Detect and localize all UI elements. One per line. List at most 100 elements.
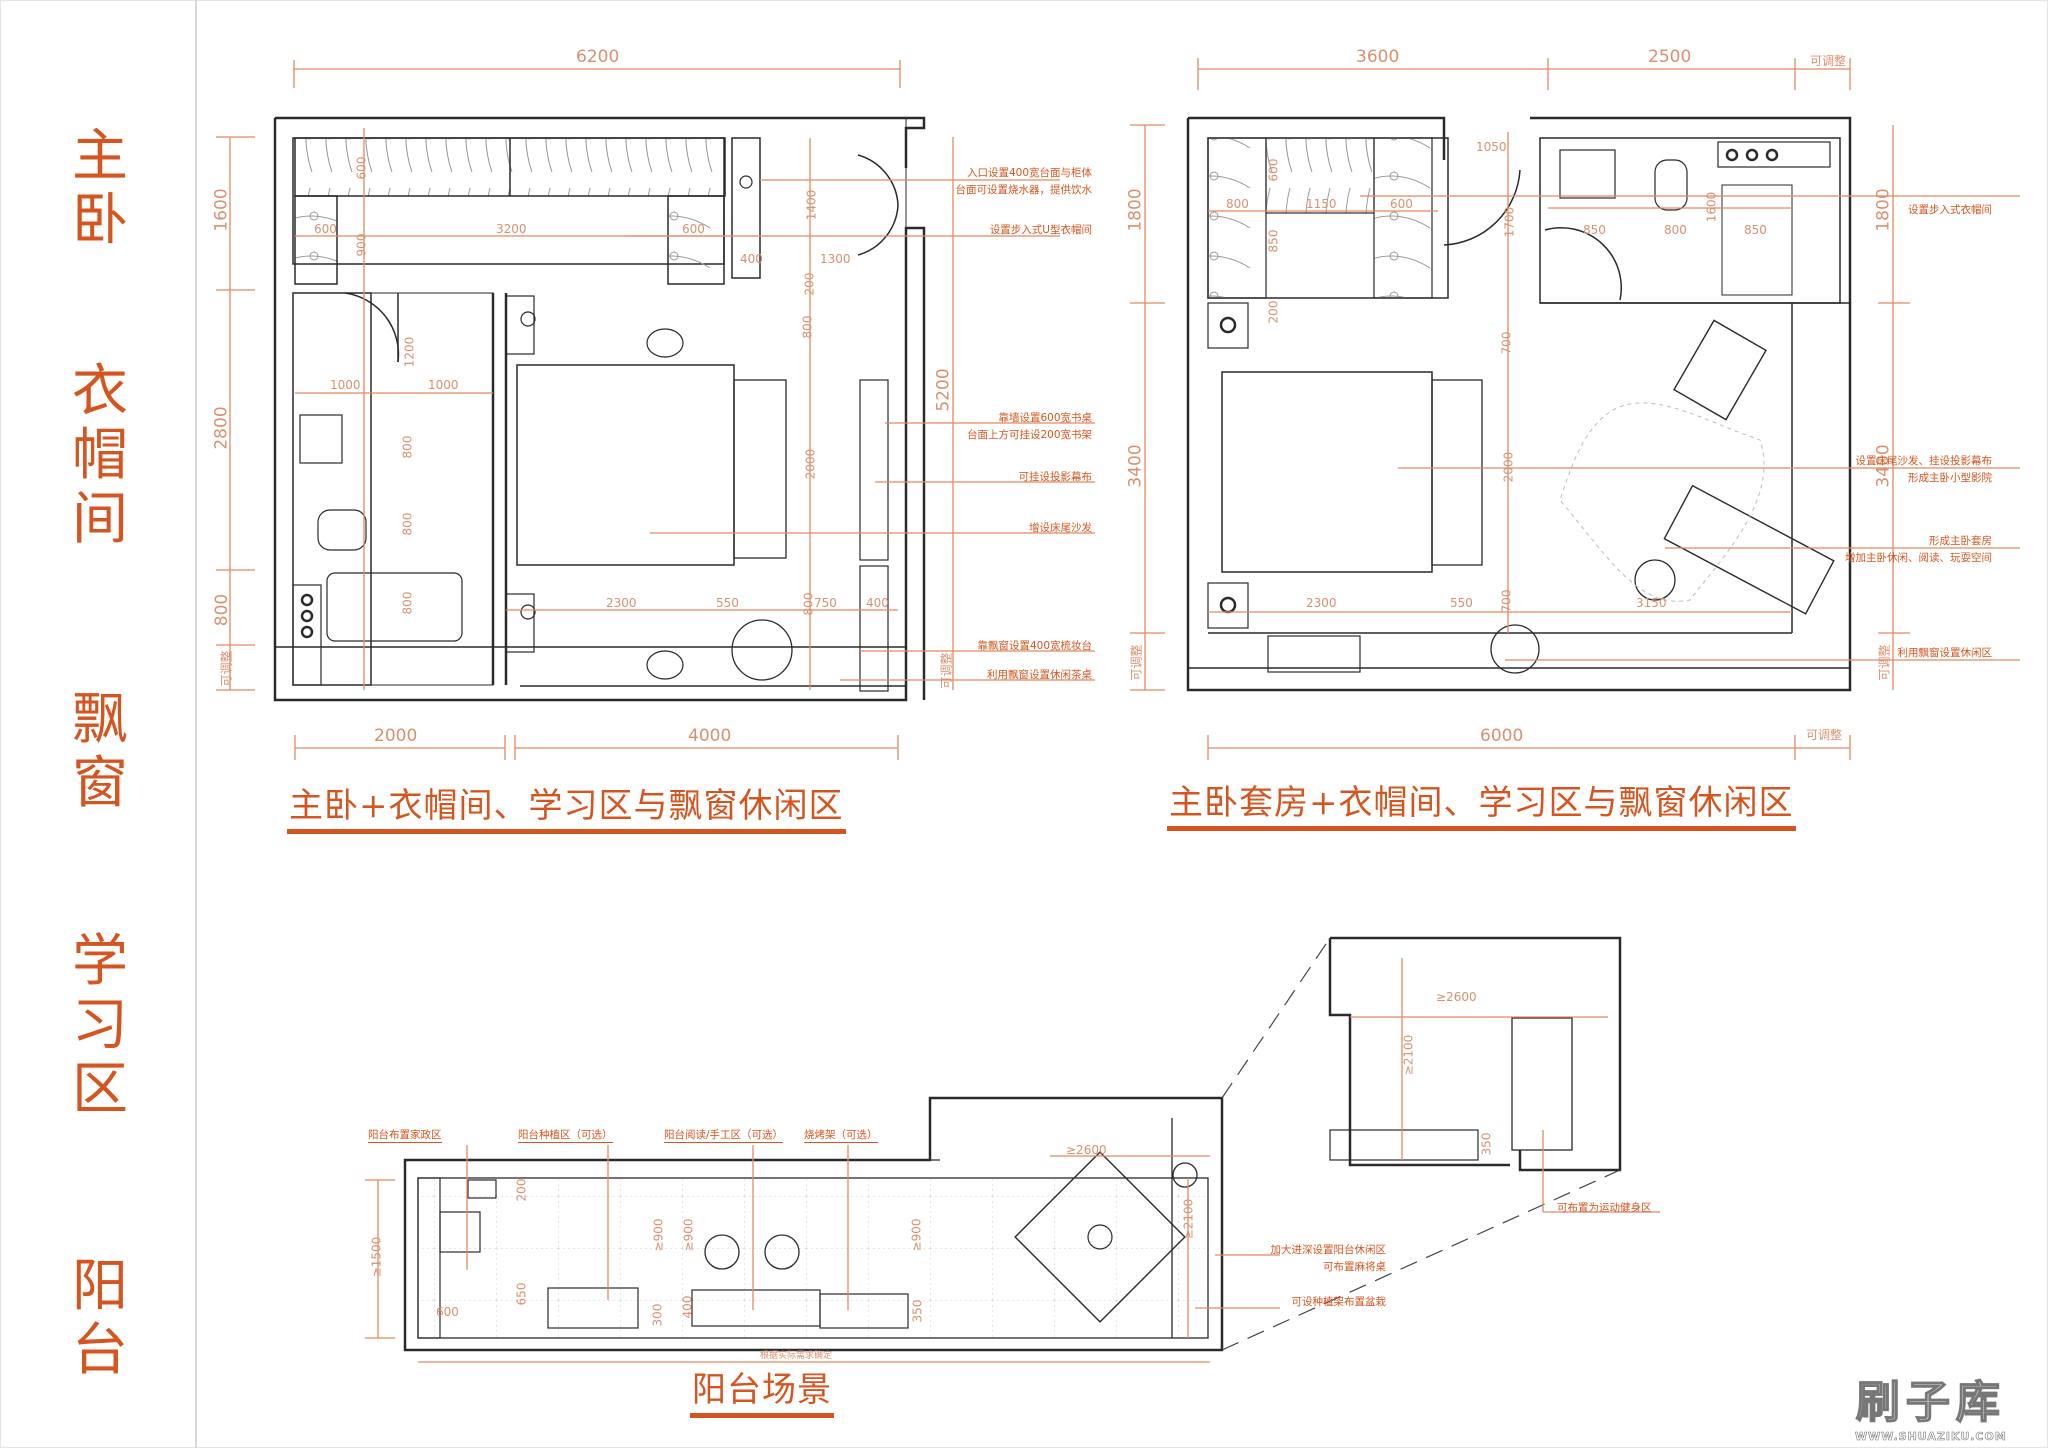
plan1-dim-right: 5200 [933, 368, 954, 412]
plan2-dim-right-adjustable: 可调整 [1877, 644, 1892, 681]
balcony-dim: 650 [514, 1282, 529, 1306]
plan1-dim-inner: 3200 [496, 222, 527, 236]
plan2-dim-inner: 2300 [1306, 596, 1337, 610]
plan2-dim-inner: 2000 [1501, 451, 1516, 483]
balcony-dim: 350 [910, 1299, 925, 1323]
balcony-dim: ≥2600 [1066, 1143, 1107, 1157]
plan1-dim-inner: 600 [314, 222, 337, 236]
plan2-dim-inner: 600 [1390, 197, 1413, 211]
sidebar-group-balcony: 阳 台 [72, 1254, 128, 1383]
balcony-dim: ≥1500 [369, 1236, 384, 1278]
balcony-drawing [403, 936, 1622, 1352]
balcony-dim: ≥900 [909, 1218, 924, 1252]
plan1-dim-left-2: 2800 [211, 406, 232, 450]
balcony-note-planter: 可设种植架布置盆栽 [1291, 1296, 1387, 1308]
plan1-note-u-cloakroom: 设置步入式U型衣帽间 [989, 224, 1092, 236]
plan2-dim-inner: 1600 [1704, 191, 1719, 223]
balcony-note-fitness: 可布置为运动健身区 [1557, 1202, 1652, 1214]
plan2-dim-inner: 200 [1266, 300, 1281, 324]
plan1-dim-inner: 600 [354, 156, 369, 180]
plan1-dim-left-3: 800 [212, 593, 233, 627]
balcony-label-planting: 阳台种植区（可选） [518, 1129, 613, 1143]
plan2-dim-inner: 700 [1499, 331, 1514, 355]
sidebar-group-bay-window: 飘 窗 [72, 687, 128, 816]
balcony-dim: ≥900 [681, 1218, 696, 1252]
plan1-dim-inner: 800 [400, 591, 415, 615]
balcony-dim: 200 [514, 1178, 529, 1202]
balcony-label-reading: 阳台阅读/手工区（可选） [664, 1129, 784, 1143]
plan2-note-walk-in-closet: 设置步入式衣帽间 [1908, 204, 1992, 216]
plan1-dim-inner: 900 [354, 233, 369, 257]
balcony-note-mahjong: 可布置麻将桌 [1323, 1261, 1386, 1273]
plan1-dim-inner: 800 [801, 592, 816, 616]
plan1-note-tea-table: 利用飘窗设置休闲茶桌 [987, 669, 1092, 681]
plan1-dim-left-1: 1600 [211, 188, 232, 232]
plan2-note-suite: 形成主卧套房 [1929, 535, 1992, 547]
plan1-dim-inner: 600 [682, 222, 705, 236]
plan1-dim-inner: 550 [716, 596, 739, 610]
plan2-dim-inner: 800 [1226, 197, 1249, 211]
plan1-dim-inner: 1300 [820, 252, 851, 266]
plan2-dim-right-1: 1800 [1873, 188, 1894, 232]
plan1-dim-inner: 800 [800, 315, 815, 339]
balcony-dim: ≥2100 [1181, 1198, 1196, 1240]
plan1-title: 主卧+衣帽间、学习区与飘窗休闲区 [287, 778, 846, 834]
plan2-dim-inner: 550 [1450, 596, 1473, 610]
plan1-dim-inner: 800 [400, 512, 415, 536]
plan1-drawing [273, 116, 926, 702]
balcony-note-lounge: 加大进深设置阳台休闲区 [1270, 1244, 1387, 1256]
plan2-dim-left-adjustable: 可调整 [1129, 644, 1144, 681]
plan2-note-sofa-screen: 设置床尾沙发、挂设投影幕布 [1855, 455, 1993, 467]
balcony-label-housekeeping: 阳台布置家政区 [368, 1129, 442, 1143]
plan1-dim-right-adjustable: 可调整 [939, 652, 954, 689]
plan2-dim-inner: 850 [1583, 223, 1606, 237]
plan2-dim-inner: 1050 [1476, 140, 1507, 154]
plan1-note-water: 台面可设置烧水器，提供饮水 [955, 184, 1093, 196]
plan2-dim-top-2: 2500 [1648, 47, 1692, 67]
plan2-dim-top-adjustable: 可调整 [1810, 54, 1847, 68]
plan1-dim-inner: 1000 [428, 378, 459, 392]
balcony-dimension-lines [365, 958, 1660, 1363]
plan1-dim-inner: 750 [814, 596, 837, 610]
plan1-dim-inner: 400 [866, 596, 889, 610]
balcony-dim-per-need: 根据实际需求确定 [760, 1351, 833, 1361]
watermark-logo: 刷子库 [1855, 1376, 2006, 1429]
plan1-dimension-lines [216, 60, 1095, 760]
sidebar-group-master-bedroom: 主 卧 [72, 124, 128, 253]
plan1-dim-inner: 1000 [330, 378, 361, 392]
plan1-dim-inner: 1200 [402, 336, 417, 368]
sidebar-group-study: 学 习 区 [72, 929, 128, 1122]
watermark-url: WWW.SHUAZIKU.COM [1855, 1430, 2007, 1444]
plan2-dim-inner: 850 [1744, 223, 1767, 237]
plan1-dim-bottom-2: 4000 [688, 726, 732, 746]
plan1-dim-inner: 400 [740, 252, 763, 266]
plan2-dim-inner: 1700 [1502, 206, 1517, 238]
balcony-title: 阳台场景 [690, 1362, 834, 1418]
plan1-dim-left-adjustable: 可调整 [219, 650, 234, 687]
balcony-dim: 400 [680, 1295, 695, 1319]
plan2-dim-inner: 800 [1664, 223, 1687, 237]
plan1-dim-inner: 2300 [606, 596, 637, 610]
plan1-dim-inner: 1400 [804, 189, 819, 221]
plan1-note-bookshelf: 台面上方可挂设200宽书架 [966, 429, 1092, 441]
plan1-dim-inner: 800 [400, 435, 415, 459]
plan1-dim-inner: 2000 [803, 448, 818, 480]
sidebar-vertical-title: 主 卧 衣 帽 间 飘 窗 学 习 区 阳 台 [0, 0, 197, 1448]
plan1-note-desk: 靠墙设置600宽书桌 [998, 412, 1092, 424]
plan1-note-vanity: 靠飘窗设置400宽梳妆台 [977, 640, 1092, 652]
sidebar-group-cloakroom: 衣 帽 间 [72, 359, 128, 552]
balcony-dim: 300 [650, 1303, 665, 1327]
plan2-dim-inner: 1150 [1306, 197, 1337, 211]
plan2-dim-inner: 600 [1266, 158, 1281, 182]
plan2-dim-inner: 850 [1266, 229, 1281, 253]
plan1-note-entry-counter: 入口设置400宽台面与柜体 [966, 167, 1092, 179]
plan1-note-bed-end-sofa: 增设床尾沙发 [1029, 522, 1092, 534]
plan1-dim-bottom-1: 2000 [374, 726, 418, 746]
inset-dim: ≥2600 [1436, 990, 1477, 1004]
plan2-drawing [1186, 116, 1852, 692]
plan2-note-leisure-space: 增加主卧休闲、阅读、玩耍空间 [1845, 552, 1992, 564]
plan2-title: 主卧套房+衣帽间、学习区与飘窗休闲区 [1167, 775, 1796, 831]
plan2-dim-inner: 700 [1499, 589, 1514, 613]
balcony-label-bbq: 烧烤架（可选） [804, 1129, 878, 1143]
